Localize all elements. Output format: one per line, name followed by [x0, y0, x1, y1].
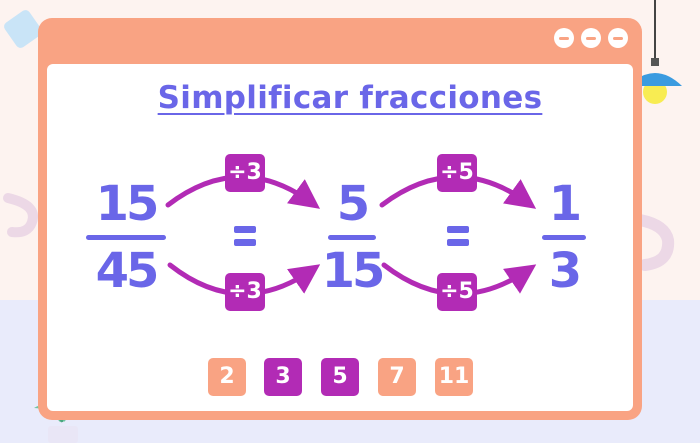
- number-chip-3[interactable]: 3: [264, 358, 302, 396]
- fraction-bar: [86, 235, 166, 240]
- equals-sign: [234, 224, 256, 248]
- operator-divide-3-top: ÷3: [225, 154, 265, 192]
- page-title: Simplificar fracciones: [157, 80, 543, 116]
- fraction-1-3: 1 3: [524, 180, 604, 295]
- denominator: 3: [548, 243, 582, 299]
- window-button-1[interactable]: [554, 28, 574, 48]
- fraction-5-15: 5 15: [312, 180, 392, 295]
- fraction-bar: [542, 235, 586, 240]
- number-chip-2[interactable]: 2: [208, 358, 246, 396]
- operator-divide-5-bottom: ÷5: [437, 273, 477, 311]
- number-chip-7[interactable]: 7: [378, 358, 416, 396]
- number-chip-11[interactable]: 11: [435, 358, 473, 396]
- numerator: 1: [548, 176, 582, 232]
- numerator: 5: [336, 176, 370, 232]
- window-controls: [554, 28, 628, 48]
- numerator: 15: [95, 176, 160, 232]
- window-button-2[interactable]: [581, 28, 601, 48]
- fraction-15-45: 15 45: [86, 180, 166, 295]
- denominator: 45: [95, 243, 160, 299]
- fraction-bar: [328, 235, 376, 240]
- equals-sign: [447, 224, 469, 248]
- number-chip-5[interactable]: 5: [321, 358, 359, 396]
- operator-divide-3-bottom: ÷3: [225, 273, 265, 311]
- window-button-3[interactable]: [608, 28, 628, 48]
- denominator: 15: [321, 243, 386, 299]
- operator-divide-5-top: ÷5: [437, 154, 477, 192]
